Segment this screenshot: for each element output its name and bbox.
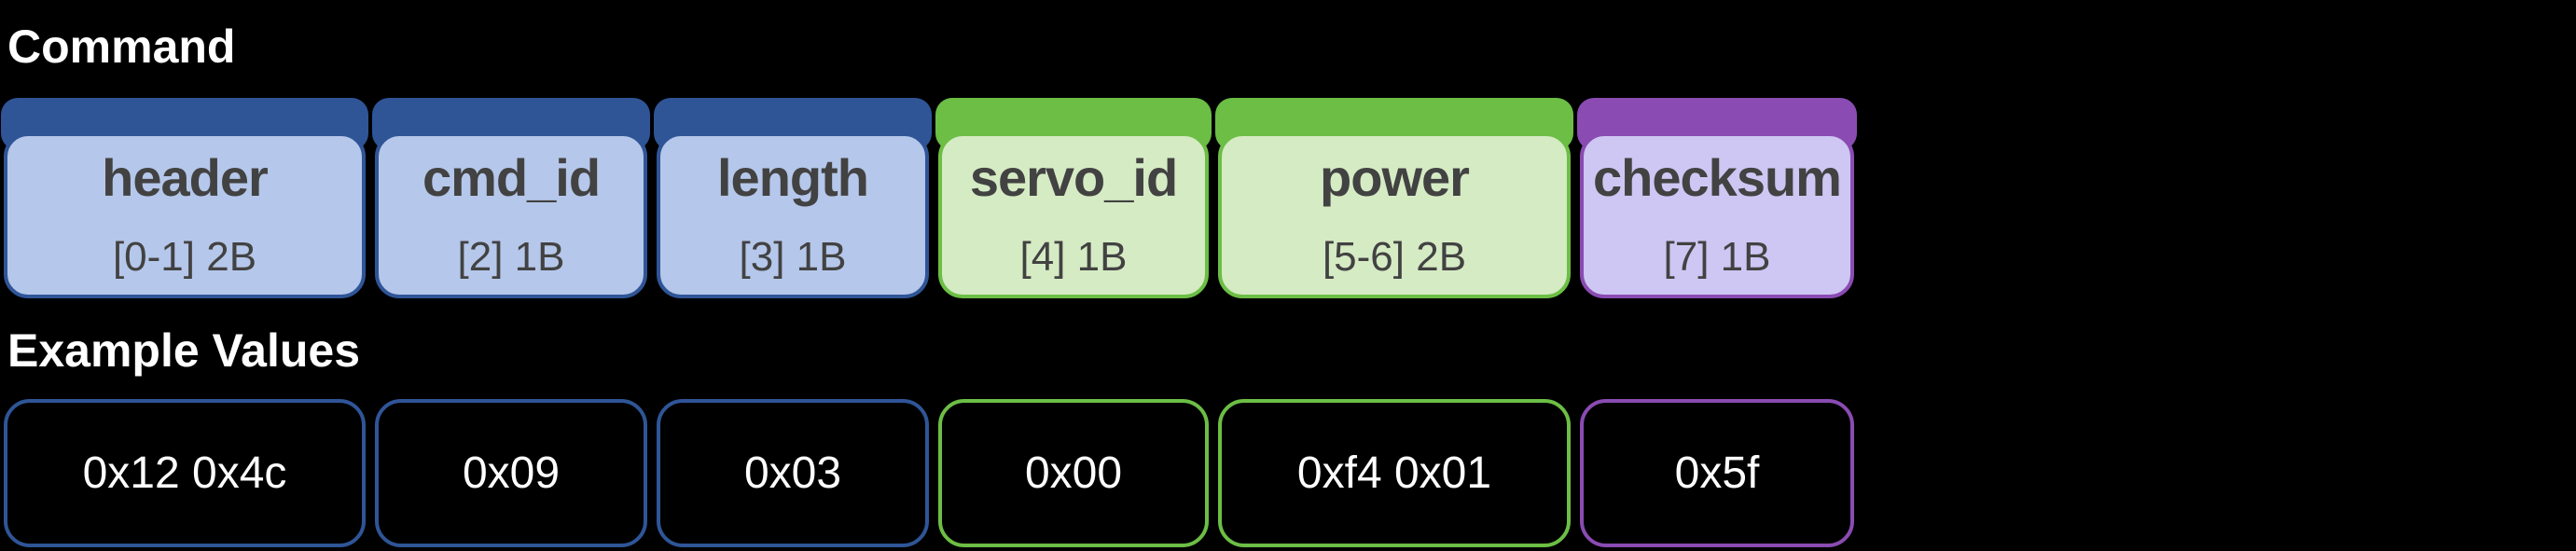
field-length-bytes: [3] 1B <box>739 234 847 280</box>
value-checksum-text: 0x5f <box>1674 448 1760 498</box>
field-header-name: header <box>102 148 269 207</box>
field-checksum-name: checksum <box>1593 148 1842 207</box>
value-servo-id: 0x00 <box>938 399 1209 547</box>
field-header: header [0-1] 2B <box>1 98 368 298</box>
field-power-bytes: [5-6] 2B <box>1322 234 1467 280</box>
field-power-name: power <box>1320 148 1470 207</box>
value-power: 0xf4 0x01 <box>1218 399 1571 547</box>
field-cmd-id-name: cmd_id <box>422 148 601 207</box>
field-length-name: length <box>717 148 869 207</box>
field-checksum-box: checksum [7] 1B <box>1580 132 1854 298</box>
field-header-bytes: [0-1] 2B <box>112 234 257 280</box>
command-field-row: header [0-1] 2B cmd_id [2] 1B length [3]… <box>1 98 1860 298</box>
example-values-section-title: Example Values <box>7 324 361 377</box>
field-servo-id-name: servo_id <box>969 148 1178 207</box>
field-cmd-id-box: cmd_id [2] 1B <box>375 132 647 298</box>
field-length: length [3] 1B <box>654 98 932 298</box>
value-power-text: 0xf4 0x01 <box>1296 448 1492 498</box>
field-power: power [5-6] 2B <box>1215 98 1573 298</box>
value-servo-id-text: 0x00 <box>1024 448 1123 498</box>
field-cmd-id-bytes: [2] 1B <box>457 234 565 280</box>
field-checksum: checksum [7] 1B <box>1577 98 1857 298</box>
value-header-text: 0x12 0x4c <box>82 448 287 498</box>
field-servo-id-box: servo_id [4] 1B <box>938 132 1209 298</box>
field-checksum-bytes: [7] 1B <box>1663 234 1771 280</box>
field-servo-id: servo_id [4] 1B <box>935 98 1212 298</box>
command-section-title: Command <box>7 21 236 73</box>
value-checksum: 0x5f <box>1580 399 1854 547</box>
field-power-box: power [5-6] 2B <box>1218 132 1571 298</box>
field-header-box: header [0-1] 2B <box>4 132 366 298</box>
value-header: 0x12 0x4c <box>4 399 366 547</box>
value-cmd-id: 0x09 <box>375 399 647 547</box>
field-cmd-id: cmd_id [2] 1B <box>372 98 650 298</box>
value-length: 0x03 <box>657 399 929 547</box>
field-length-box: length [3] 1B <box>657 132 929 298</box>
example-values-row: 0x12 0x4c 0x09 0x03 0x00 0xf4 0x01 0x5f <box>4 399 1860 547</box>
value-cmd-id-text: 0x09 <box>462 448 561 498</box>
value-length-text: 0x03 <box>743 448 842 498</box>
field-servo-id-bytes: [4] 1B <box>1019 234 1128 280</box>
